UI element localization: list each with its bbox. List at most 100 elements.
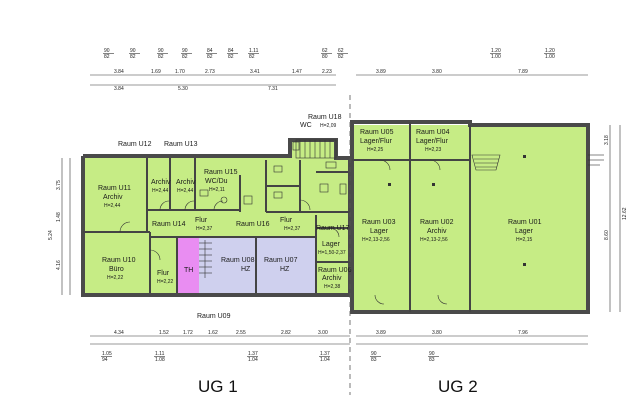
dim-small-top-upper-2: 90 (130, 48, 136, 54)
dim-small-top-upper-9: 62 (338, 48, 344, 54)
dim-small-top-upper-10: 1.20 (491, 48, 501, 54)
u09-name: Raum U09 (197, 313, 231, 320)
dim-bot-4: 1.62 (208, 330, 218, 336)
dim-bot-2: 1.52 (159, 330, 169, 336)
th-label: TH (184, 267, 193, 274)
ug2-outer-wall (350, 120, 590, 314)
dim-small-top-lower-7: 82 (249, 54, 255, 60)
level-label-ug1: UG 1 (198, 377, 238, 396)
u05-name: Raum U05 (360, 129, 394, 136)
u18-height: H=2,09 (320, 123, 336, 129)
u06-use: Archiv (322, 275, 342, 282)
flur-a-height: H=2,37 (196, 226, 212, 232)
u03-name: Raum U03 (362, 219, 396, 226)
stair-ug1-top (295, 139, 337, 159)
dim-top-2: 1.69 (151, 69, 161, 75)
dim-small-bottom-upper-2: 1.11 (155, 351, 165, 357)
dim-small-top-upper-3: 90 (158, 48, 164, 54)
u06-height: H=2,38 (324, 284, 340, 290)
walls (81, 120, 590, 314)
dim-small-top-lower-11: 1.00 (545, 54, 555, 60)
dim-small-top-lower-6: 82 (228, 54, 234, 60)
dim-top-10: 7.89 (518, 69, 528, 75)
u08-use: HZ (241, 266, 251, 273)
u05-use: Lager/Flur (360, 138, 393, 145)
u04-height: H=2,23 (425, 147, 441, 153)
u18-name: Raum U18 (308, 114, 342, 121)
flur-c-use: Flur (157, 270, 170, 277)
u04-use: Lager/Flur (416, 138, 449, 145)
u02-height: H=2,13-2,56 (420, 237, 448, 243)
dim-small-top-upper-4: 90 (182, 48, 188, 54)
dim-top-5: 3.41 (250, 69, 260, 75)
door-swings (119, 159, 448, 305)
u05-height: H=2,25 (367, 147, 383, 153)
dim-left-2: 5.24 (48, 230, 54, 240)
dim-top-3: 1.70 (175, 69, 185, 75)
dim-small-top-lower-8: 80 (322, 54, 328, 60)
u08-fill (199, 237, 256, 293)
room-labels: Raum U01 Lager H=2,15 Raum U02 Archiv H=… (98, 114, 542, 320)
u15-name: Raum U15 (204, 169, 238, 176)
dim-top2-3: 7.31 (268, 86, 278, 92)
dim-top-1: 3.84 (114, 69, 124, 75)
u07-name: Raum U07 (264, 257, 298, 264)
u11-use: Archiv (103, 194, 123, 201)
dim-small-top-lower-2: 82 (130, 54, 136, 60)
dim-bot-1: 4.34 (114, 330, 124, 336)
dim-small-top-lower-5: 82 (207, 54, 213, 60)
dim-bot-8: 3.89 (376, 330, 386, 336)
stair-th (199, 240, 212, 278)
dim-bot-10: 7.96 (518, 330, 528, 336)
lager-small-height: H=1,50-2,37 (318, 250, 346, 256)
flur-b-height: H=2,37 (284, 226, 300, 232)
dim-small-bottom-upper-4: 1.37 (320, 351, 330, 357)
dim-small-bottom-lower-1: 94 (102, 357, 108, 363)
dim-small-top-upper-11: 1.20 (545, 48, 555, 54)
dim-top-4: 2.73 (205, 69, 215, 75)
dim-small-bottom-lower-3: 1.04 (248, 357, 258, 363)
u10-height: H=2,22 (107, 275, 123, 281)
u11-height: H=2,44 (104, 203, 120, 209)
u06-name: Raum U06 (318, 267, 352, 274)
dim-small-bottom-lower-5: 83 (371, 357, 377, 363)
dim-small-top-lower-3: 82 (158, 54, 164, 60)
dim-left-4: 4.16 (56, 260, 62, 270)
dim-right-3: 8.60 (604, 230, 610, 240)
u07-use: HZ (280, 266, 290, 273)
dim-left-1: 3.75 (56, 180, 62, 190)
dimension-text: 3.84 1.69 1.70 2.73 3.41 1.47 2.23 3.89 … (48, 69, 628, 336)
flur-c-height: H=2,22 (157, 279, 173, 285)
dim-right-2: 12.62 (622, 207, 628, 220)
archiv-b-height: H=2,44 (177, 188, 193, 194)
dim-small-bottom-upper-1: 1.05 (102, 351, 112, 357)
dim-top-6: 1.47 (292, 69, 302, 75)
dim-top-7: 2.23 (322, 69, 332, 75)
archiv-a-use: Archiv (151, 179, 171, 186)
u03-height: H=2,13-2,56 (362, 237, 390, 243)
u04-name: Raum U04 (416, 129, 450, 136)
u02-name: Raum U02 (420, 219, 454, 226)
dimension-lines (61, 74, 621, 395)
dim-bot-9: 3.80 (432, 330, 442, 336)
u12-name: Raum U12 (118, 141, 152, 148)
dim-small-bottom-upper-5: 90 (371, 351, 377, 357)
dim-top2-2: 5.30 (178, 86, 188, 92)
dim-top-8: 3.89 (376, 69, 386, 75)
dim-small-bottom-lower-6: 83 (429, 357, 435, 363)
u10-use: Büro (109, 266, 124, 273)
u11-name: Raum U11 (98, 185, 131, 192)
dim-bot-5: 2.55 (236, 330, 246, 336)
u08-name: Raum U08 (221, 257, 255, 264)
dim-small-bottom-upper-3: 1.37 (248, 351, 258, 357)
dim-small-top-upper-1: 90 (104, 48, 110, 54)
dim-small-top-upper-5: 84 (207, 48, 213, 54)
u18-use: WC (300, 122, 312, 129)
dim-small-top-lower-4: 82 (182, 54, 188, 60)
dim-bot-3: 1.72 (183, 330, 193, 336)
u01-name: Raum U01 (508, 219, 542, 226)
dim-left-3: 1.48 (56, 212, 62, 222)
u03-use: Lager (370, 228, 389, 235)
u01-use: Lager (515, 228, 534, 235)
